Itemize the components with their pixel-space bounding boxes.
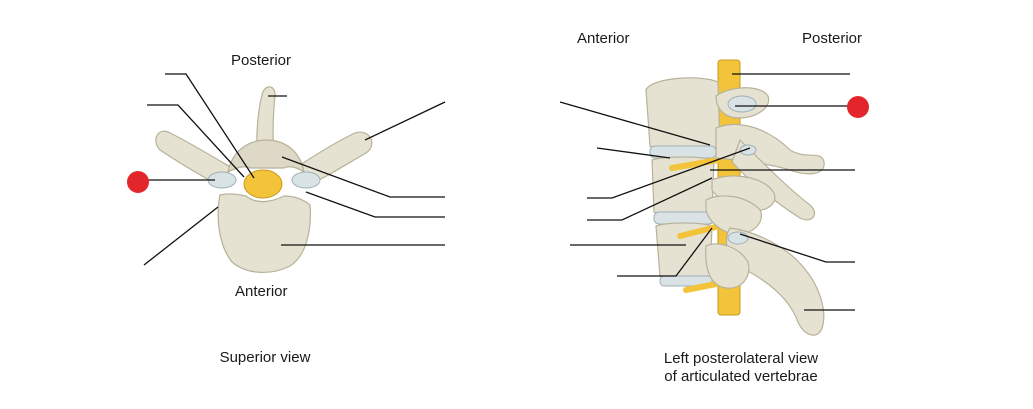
leader-line bbox=[617, 227, 713, 277]
leader-line bbox=[587, 177, 713, 221]
articular-facet bbox=[739, 144, 757, 156]
leader-line bbox=[143, 206, 219, 266]
leader-line bbox=[559, 101, 711, 146]
superior-view-caption: Superior view bbox=[219, 349, 311, 366]
spinal-nerve bbox=[677, 223, 723, 239]
leader-line bbox=[281, 156, 445, 198]
superior-posterior-label: Posterior bbox=[231, 52, 292, 69]
spinal-nerve bbox=[669, 157, 721, 171]
superior-anterior-label: Anterior bbox=[235, 283, 288, 300]
vertebral-body-top bbox=[645, 77, 721, 154]
articular-facet bbox=[727, 95, 757, 113]
lateral-caption-line2: of articulated vertebrae bbox=[664, 368, 818, 385]
leader-line bbox=[596, 147, 671, 159]
lateral-leader-lines bbox=[559, 73, 855, 311]
intervertebral-disc bbox=[653, 211, 715, 225]
lateral-view-caption: Left posterolateral view of articulated … bbox=[628, 350, 854, 386]
left-transverse-process bbox=[155, 130, 233, 186]
lateral-posterior-label: Posterior bbox=[802, 30, 863, 47]
marker-dot bbox=[847, 96, 869, 118]
vertebral-body bbox=[217, 193, 311, 273]
lateral-caption-line1: Left posterolateral view bbox=[663, 350, 819, 367]
leader-line bbox=[165, 73, 255, 179]
right-superior-articular-facet bbox=[291, 171, 321, 189]
lateral-vertebrae bbox=[645, 59, 825, 336]
intervertebral-disc bbox=[659, 275, 713, 287]
spinal-cord bbox=[243, 169, 283, 199]
articular-facet bbox=[727, 231, 749, 245]
right-transverse-process bbox=[299, 131, 373, 186]
lower-spinous-process bbox=[705, 243, 750, 289]
leader-line bbox=[364, 101, 446, 141]
superior-leader-lines bbox=[138, 73, 446, 266]
leader-line bbox=[305, 191, 445, 218]
lateral-anterior-label: Anterior bbox=[577, 30, 630, 47]
superior-vertebra bbox=[155, 86, 373, 273]
leader-line bbox=[587, 147, 751, 199]
leader-line bbox=[147, 104, 245, 178]
leader-line bbox=[739, 233, 855, 263]
inferior-articular-process bbox=[705, 195, 762, 235]
marker-dot bbox=[127, 171, 149, 193]
